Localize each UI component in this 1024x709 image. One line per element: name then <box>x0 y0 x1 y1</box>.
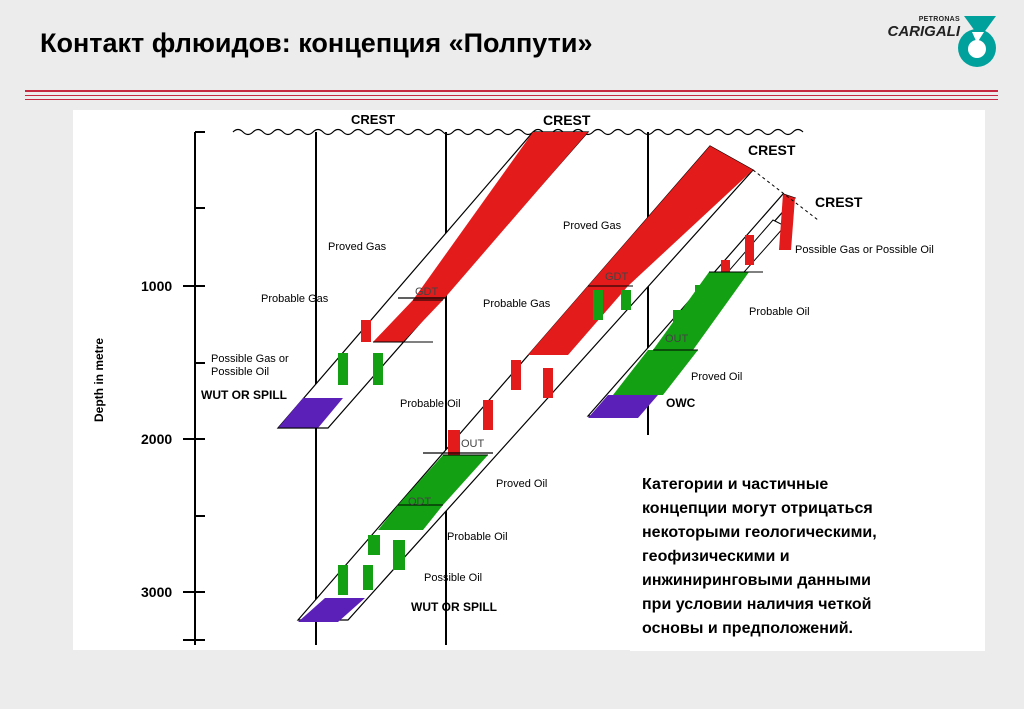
logo-top-text: PETRONAS <box>918 16 960 23</box>
band2-oil-strip-3 <box>338 565 348 595</box>
band2-oil-lower <box>378 505 443 530</box>
label-possible-gas-oil-1b: Possible Oil <box>211 366 269 378</box>
band3-proved-oil <box>613 350 698 395</box>
depth-tick-3000: 3000 <box>141 584 172 600</box>
half-way-contact-diagram: Depth in metre 1000 2000 3000 <box>73 110 985 650</box>
band2-oil-strip-top-1 <box>593 290 603 320</box>
header-divider <box>25 90 998 92</box>
label-probable-gas-2: Probable Gas <box>483 298 551 310</box>
crest-label-4: CREST <box>815 194 863 210</box>
label-probable-oil-2b: Probable Oil <box>447 531 508 543</box>
surface-line <box>232 128 804 136</box>
company-logo: PETRONAS CARIGALI <box>888 12 1000 72</box>
band3-oil-strip-2 <box>673 310 682 340</box>
band2-gas-strip-1 <box>511 360 521 390</box>
label-out-3: OUT <box>665 333 689 345</box>
header-divider-thin-2 <box>25 99 998 100</box>
crest-label-1: CREST <box>351 112 395 127</box>
note-line: геофизическими и <box>642 548 790 565</box>
crest-label-3: CREST <box>748 142 796 158</box>
note-box: Категории и частичные концепции могут от… <box>630 465 985 651</box>
note-line: концепции могут отрицаться <box>642 500 873 517</box>
band2-oil-strip-2 <box>393 540 405 570</box>
band2-gas-strip-3 <box>483 400 493 430</box>
band1-oil-strip-1 <box>338 353 348 385</box>
label-wut-spill-2: WUT OR SPILL <box>411 600 497 614</box>
label-wut-spill-1: WUT OR SPILL <box>201 388 287 402</box>
band1-proved-gas <box>413 132 588 300</box>
band3-gas-top <box>779 194 795 250</box>
label-proved-oil-2: Proved Oil <box>496 478 547 490</box>
band1-gas-lower <box>373 300 443 342</box>
band1-water <box>278 398 343 428</box>
note-line: инжиниринговыми данными <box>642 572 872 589</box>
label-gdt-1: GDT <box>415 286 439 298</box>
band1-gas-strip-1 <box>361 320 371 342</box>
band2-oil-strip-4 <box>363 565 373 590</box>
logo-main-text: CARIGALI <box>887 23 961 40</box>
note-line: при условии наличия четкой <box>642 596 872 613</box>
band3-gas-strip-1 <box>745 235 754 265</box>
band2-water <box>298 598 365 622</box>
header-divider-thin <box>25 95 998 96</box>
band2-oil-strip-top-2 <box>621 290 631 310</box>
crest-label-2: CREST <box>543 112 591 128</box>
band2-oil-strip-1 <box>368 535 380 555</box>
label-proved-gas-2: Proved Gas <box>563 220 622 232</box>
petronas-emblem-icon <box>958 16 996 67</box>
label-possible-oil-2: Possible Oil <box>424 572 482 584</box>
label-gdt-2: GDT <box>605 271 629 283</box>
band2-gas-strip-4 <box>448 430 460 455</box>
band3-water <box>588 395 658 418</box>
label-proved-oil-3: Proved Oil <box>691 371 742 383</box>
depth-tick-1000: 1000 <box>141 278 172 294</box>
label-possible-gas-oil-1a: Possible Gas or <box>211 353 289 365</box>
label-probable-oil-3: Probable Oil <box>749 306 810 318</box>
label-proved-gas-1: Proved Gas <box>328 241 387 253</box>
note-line: основы и предположений. <box>642 620 853 637</box>
label-owc-3: OWC <box>666 396 696 410</box>
depth-axis-label: Depth in metre <box>92 338 106 422</box>
band2-gas-strip-2 <box>543 368 553 398</box>
label-odt-2: ODT <box>408 496 432 508</box>
note-line: Категории и частичные <box>642 476 829 493</box>
label-probable-oil-2: Probable Oil <box>400 398 461 410</box>
label-probable-gas-1: Probable Gas <box>261 293 329 305</box>
band2-gas-upper <box>588 146 753 286</box>
band2-proved-oil <box>398 455 488 505</box>
diagram-canvas: Depth in metre 1000 2000 3000 <box>92 112 934 645</box>
label-possible-gas-or-oil-4: Possible Gas or Possible Oil <box>795 244 934 256</box>
band1-oil-strip-2 <box>373 353 383 385</box>
note-line: некоторыми геологическими, <box>642 524 877 541</box>
label-out-2: OUT <box>461 438 485 450</box>
slide-title: Контакт флюидов: концепция «Полпути» <box>40 28 593 58</box>
depth-tick-2000: 2000 <box>141 431 172 447</box>
band3-oil-strip-1 <box>695 285 704 315</box>
